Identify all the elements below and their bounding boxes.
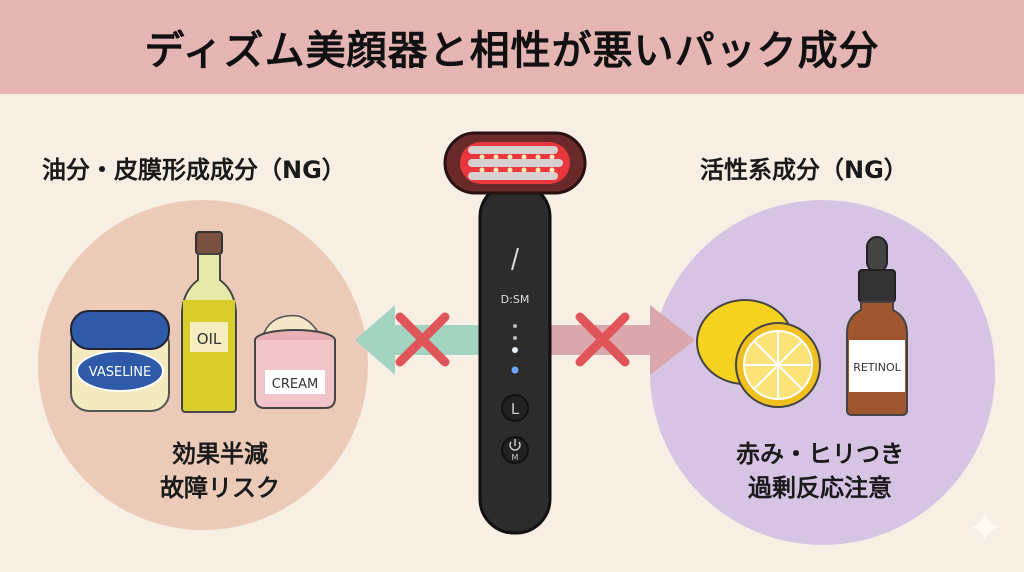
svg-text:CREAM: CREAM [272, 377, 318, 392]
retinol-bottle-icon: RETINOL [846, 236, 908, 416]
right-cross-icon [575, 312, 630, 367]
page-title: ディズム美顔器と相性が悪いパック成分 [144, 28, 880, 74]
svg-text:OIL: OIL [197, 330, 222, 348]
dism-device-icon: D:SM L M [443, 131, 587, 535]
right-caption-line2: 過剰反応注意 [748, 474, 892, 502]
right-circle [650, 200, 995, 545]
svg-text:VASELINE: VASELINE [89, 365, 151, 380]
cream-jar-icon: CREAM [254, 314, 336, 409]
right-arrow-icon [545, 305, 695, 375]
left-caption: 効果半減 故障リスク [130, 437, 310, 505]
oil-bottle-icon: OIL [181, 231, 237, 413]
sparkle-icon [970, 512, 1000, 542]
right-caption: 赤み・ヒリつき 過剰反応注意 [700, 437, 940, 505]
svg-text:M: M [512, 453, 519, 462]
header-banner: ディズム美顔器と相性が悪いパック成分 [0, 0, 1024, 94]
lemon-icon [696, 299, 821, 408]
right-caption-line1: 赤み・ヒリつき [736, 440, 904, 468]
vaseline-jar-icon: VASELINE [70, 310, 170, 412]
svg-text:L: L [511, 400, 520, 418]
left-section-label: 油分・皮膜形成成分（NG） [42, 156, 346, 184]
right-section-label: 活性系成分（NG） [700, 156, 908, 184]
left-caption-line1: 効果半減 [172, 440, 268, 468]
svg-text:D:SM: D:SM [501, 293, 530, 306]
svg-text:RETINOL: RETINOL [853, 361, 901, 374]
left-cross-icon [395, 312, 450, 367]
left-caption-line2: 故障リスク [160, 474, 280, 502]
